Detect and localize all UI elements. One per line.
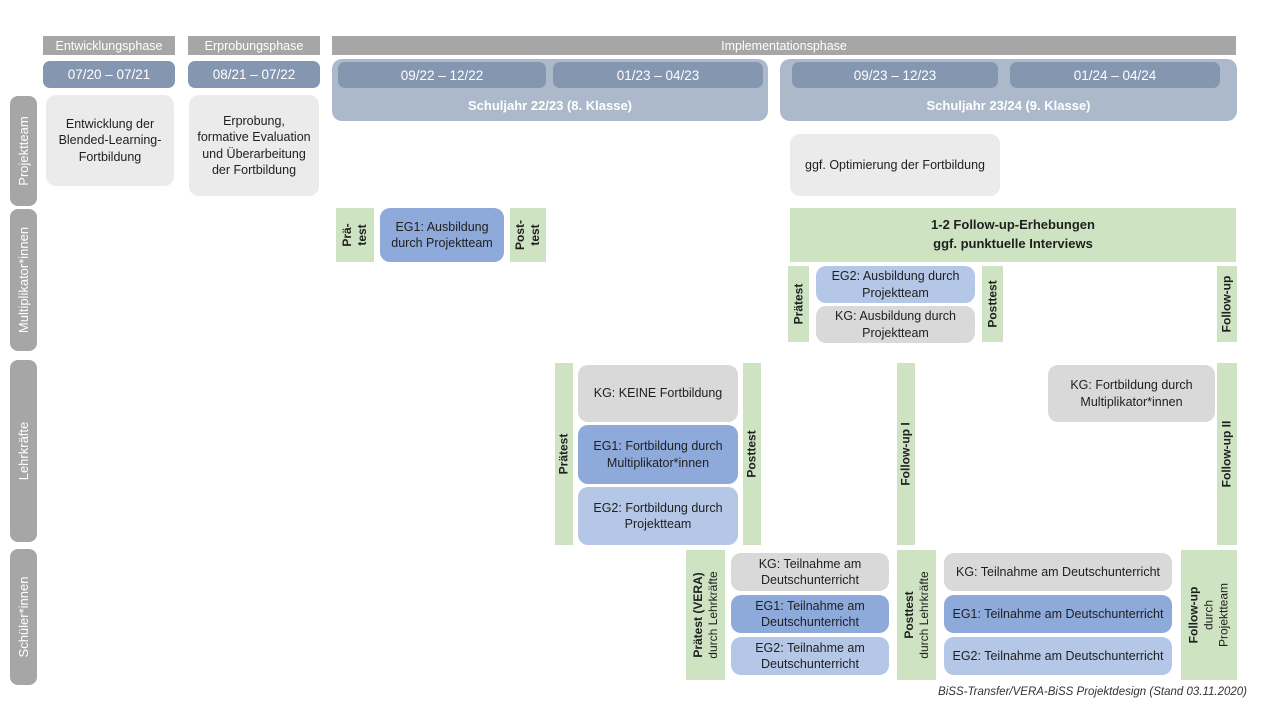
strip-followup-schueler-label: Follow-up durch Projektteam xyxy=(1187,583,1232,647)
task-eg2-deutschunterricht-2: EG2: Teilnahme am Deutschunterricht xyxy=(944,637,1172,675)
praetest-vera-line2: durch Lehrkräfte xyxy=(705,571,720,659)
date-range-0923-1223: 09/23 – 12/23 xyxy=(792,62,998,88)
date-range-0922-1222: 09/22 – 12/22 xyxy=(338,62,546,88)
date-range-0124-0424: 01/24 – 04/24 xyxy=(1010,62,1220,88)
strip-followup-multiplikatoren-label: Follow-up xyxy=(1219,275,1234,333)
strip-praetest-multiplikatoren-2-label: Prätest xyxy=(791,283,805,325)
strip-followup1-lehrkraefte-label: Follow-up I xyxy=(898,422,913,486)
followup-schueler-line1: Follow-up xyxy=(1186,586,1201,644)
posttest-line1: Post- xyxy=(513,220,527,250)
row-rail-multiplikatoren-label: Multiplikator*innen xyxy=(15,226,31,334)
task-kg-keine-fortbildung: KG: KEINE Fortbildung xyxy=(578,365,738,422)
followup-schueler-line3: Projektteam xyxy=(1216,582,1231,648)
date-range-0123-0423: 01/23 – 04/23 xyxy=(553,62,763,88)
posttest-schueler-line1: Posttest xyxy=(901,591,916,639)
phase-header-erprobung: Erprobungsphase xyxy=(188,36,320,55)
task-eg1-deutschunterricht-1: EG1: Teilnahme am Deutschunterricht xyxy=(731,595,889,633)
task-eg1-ausbildung-projektteam: EG1: Ausbildung durch Projektteam xyxy=(380,208,504,262)
task-erprobung-evaluation: Erprobung, formative Evaluation und Über… xyxy=(189,95,319,196)
strip-followup-schueler: Follow-up durch Projektteam xyxy=(1181,550,1237,680)
praetest-vera-line1: Prätest (VERA) xyxy=(690,572,705,658)
row-rail-multiplikatoren: Multiplikator*innen xyxy=(10,209,37,351)
date-range-0821-0722: 08/21 – 07/22 xyxy=(188,61,320,88)
strip-praetest-vera-schueler: Prätest (VERA) durch Lehrkräfte xyxy=(686,550,725,680)
task-eg2-deutschunterricht-1: EG2: Teilnahme am Deutschunterricht xyxy=(731,637,889,675)
task-entwicklung-fortbildung: Entwicklung der Blended-Learning-Fortbil… xyxy=(46,95,174,186)
strip-praetest-lehrkraefte-label: Prätest xyxy=(556,433,571,475)
posttest-line2: test xyxy=(528,224,542,246)
strip-posttest-schueler-label: Posttest durch Lehrkräfte xyxy=(902,571,932,658)
row-rail-projektteam-label: Projektteam xyxy=(15,116,31,186)
followup-schueler-line2: durch xyxy=(1201,599,1216,631)
strip-posttest-multiplikatoren-1: Post- test xyxy=(510,208,546,262)
strip-praetest-multiplikatoren-1: Prä- test xyxy=(336,208,374,262)
praetest-line1: Prä- xyxy=(340,223,354,247)
row-rail-lehrkraefte: Lehrkräfte xyxy=(10,360,37,542)
row-rail-schueler-label: Schüler*innen xyxy=(15,576,31,658)
strip-posttest-multiplikatoren-1-label: Post- test xyxy=(513,220,543,250)
task-kg-deutschunterricht-1: KG: Teilnahme am Deutschunterricht xyxy=(731,553,889,591)
praetest-line2: test xyxy=(355,224,369,246)
task-eg1-fortbildung-multiplikatoren: EG1: Fortbildung durch Multiplikator*inn… xyxy=(578,425,738,484)
strip-praetest-multiplikatoren-1-label: Prä- test xyxy=(340,223,370,246)
strip-posttest-schueler: Posttest durch Lehrkräfte xyxy=(897,550,936,680)
date-range-0720-0721: 07/20 – 07/21 xyxy=(43,61,175,88)
strip-followup1-lehrkraefte: Follow-up I xyxy=(897,363,915,545)
strip-followup2-lehrkraefte-label: Follow-up II xyxy=(1219,420,1234,488)
footer-caption: BiSS-Transfer/VERA-BiSS Projektdesign (S… xyxy=(938,686,1247,698)
strip-posttest-lehrkraefte-label: Posttest xyxy=(744,430,759,478)
task-optimierung-fortbildung: ggf. Optimierung der Fortbildung xyxy=(790,134,1000,196)
task-eg1-deutschunterricht-2: EG1: Teilnahme am Deutschunterricht xyxy=(944,595,1172,633)
row-rail-schueler: Schüler*innen xyxy=(10,549,37,685)
phase-header-implementation: Implementationsphase xyxy=(332,36,1236,55)
row-rail-projektteam: Projektteam xyxy=(10,96,37,206)
school-year-label-2223: Schuljahr 22/23 (8. Klasse) xyxy=(467,98,633,113)
posttest-schueler-line2: durch Lehrkräfte xyxy=(916,571,931,659)
task-kg-deutschunterricht-2: KG: Teilnahme am Deutschunterricht xyxy=(944,553,1172,591)
task-kg-fortbildung-multiplikatoren: KG: Fortbildung durch Multiplikator*inne… xyxy=(1048,365,1215,422)
strip-followup2-lehrkraefte: Follow-up II xyxy=(1217,363,1237,545)
strip-posttest-multiplikatoren-2-label: Posttest xyxy=(985,280,999,328)
strip-followup-multiplikatoren: Follow-up xyxy=(1217,266,1237,342)
strip-posttest-lehrkraefte: Posttest xyxy=(743,363,761,545)
strip-praetest-lehrkraefte: Prätest xyxy=(555,363,573,545)
school-year-label-2324: Schuljahr 23/24 (9. Klasse) xyxy=(926,98,1091,113)
strip-praetest-vera-schueler-label: Prätest (VERA) durch Lehrkräfte xyxy=(691,571,721,658)
row-rail-lehrkraefte-label: Lehrkräfte xyxy=(15,421,31,481)
task-kg-ausbildung-projektteam: KG: Ausbildung durch Projektteam xyxy=(816,306,975,343)
strip-posttest-multiplikatoren-2: Posttest xyxy=(982,266,1003,342)
task-eg2-ausbildung-projektteam: EG2: Ausbildung durch Projektteam xyxy=(816,266,975,303)
task-followup-erhebungen: 1-2 Follow-up-Erhebungen ggf. punktuelle… xyxy=(790,208,1236,262)
strip-praetest-multiplikatoren-2: Prätest xyxy=(788,266,809,342)
phase-header-entwicklung: Entwicklungsphase xyxy=(43,36,175,55)
task-eg2-fortbildung-projektteam: EG2: Fortbildung durch Projektteam xyxy=(578,487,738,545)
followup-erhebungen-line2: ggf. punktuelle Interviews xyxy=(933,236,1093,251)
followup-erhebungen-line1: 1-2 Follow-up-Erhebungen xyxy=(931,217,1095,233)
